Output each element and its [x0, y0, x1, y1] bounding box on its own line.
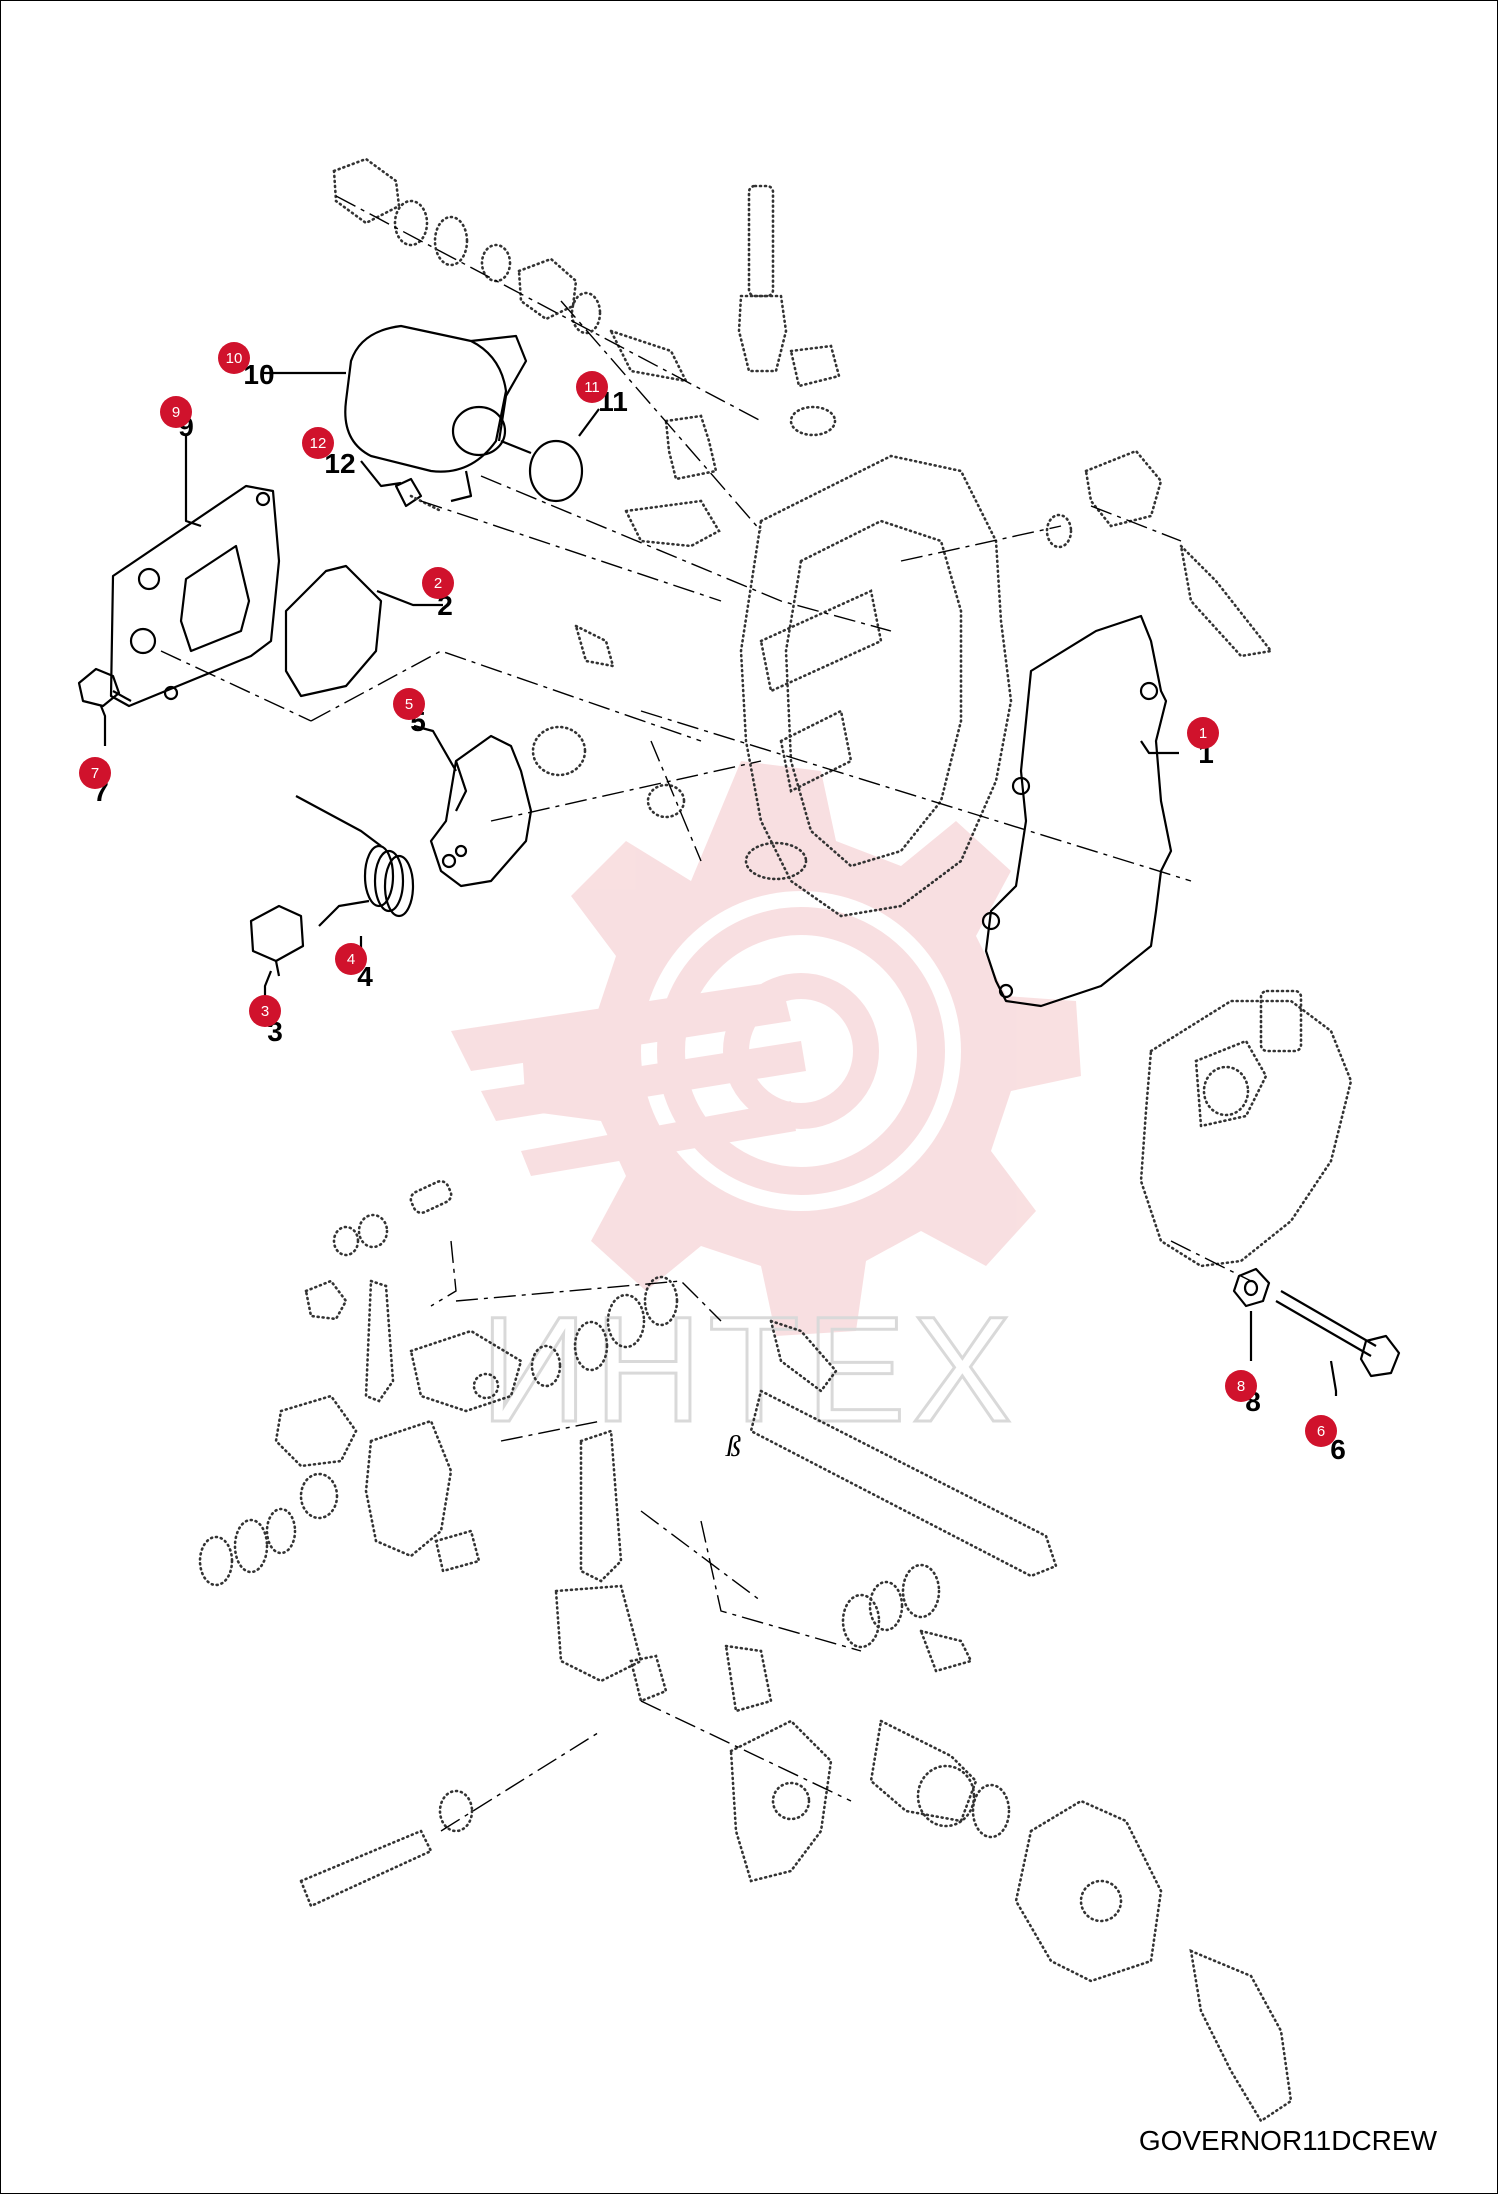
upper-dotted-parts: [332, 157, 1274, 918]
upper-guide-lines: [160, 195, 1192, 882]
badge-11[interactable]: 11: [576, 371, 608, 403]
badge-9[interactable]: 9: [160, 396, 192, 428]
svg-text:10: 10: [226, 350, 243, 367]
callout-number-6: 6: [1330, 1434, 1346, 1465]
callout-badges: 1 2 3 4 5 6 7 8 9 10 11 12: [79, 342, 1337, 1447]
badge-3[interactable]: 3: [249, 995, 281, 1027]
housing-gasket-part-1: [984, 614, 1173, 1008]
svg-text:12: 12: [310, 435, 327, 452]
svg-text:2: 2: [434, 575, 442, 592]
badge-5[interactable]: 5: [393, 688, 425, 720]
drawing-code: GOVERNOR11DCREW: [1138, 2125, 1437, 2156]
spring-part-4: [295, 795, 415, 927]
badge-6[interactable]: 6: [1305, 1415, 1337, 1447]
bolt-part-12: [394, 477, 443, 513]
upper-solid-parts: [77, 324, 1173, 1008]
svg-text:5: 5: [405, 696, 413, 713]
svg-text:4: 4: [347, 951, 355, 968]
bolt-guide-line: [1170, 1240, 1252, 1282]
lower-guide-lines: [430, 1240, 862, 1832]
badge-7[interactable]: 7: [79, 757, 111, 789]
svg-text:3: 3: [261, 1003, 269, 1020]
svg-text:7: 7: [91, 765, 99, 782]
badge-4[interactable]: 4: [335, 943, 367, 975]
svg-text:11: 11: [584, 379, 600, 396]
svg-text:6: 6: [1317, 1423, 1325, 1440]
o-ring-part-11: [528, 439, 584, 503]
lever-part-5: [429, 734, 533, 888]
gasket-part-2: [284, 564, 383, 698]
badge-10[interactable]: 10: [218, 342, 250, 374]
bolt-part-7: [77, 667, 132, 708]
svg-text:9: 9: [172, 404, 180, 421]
right-pump-body: [1139, 989, 1353, 1268]
lower-linkage-parts: [198, 1179, 1293, 2123]
bracket-mark: ß: [725, 1430, 741, 1463]
solenoid-part-10: [344, 324, 532, 503]
badge-2[interactable]: 2: [422, 567, 454, 599]
badge-12[interactable]: 12: [302, 427, 334, 459]
watermark-logo: ИНТЕХ: [451, 761, 1081, 1455]
cover-plate-part-9: [109, 484, 281, 708]
bolt-part-6: [1275, 1290, 1401, 1378]
watermark-text: ИНТЕХ: [480, 1285, 1018, 1453]
badge-1[interactable]: 1: [1187, 717, 1219, 749]
svg-text:1: 1: [1199, 725, 1207, 742]
badge-8[interactable]: 8: [1225, 1370, 1257, 1402]
callout-leaders: [99, 371, 1338, 1396]
plug-part-3: [249, 904, 305, 977]
svg-text:8: 8: [1237, 1378, 1245, 1395]
